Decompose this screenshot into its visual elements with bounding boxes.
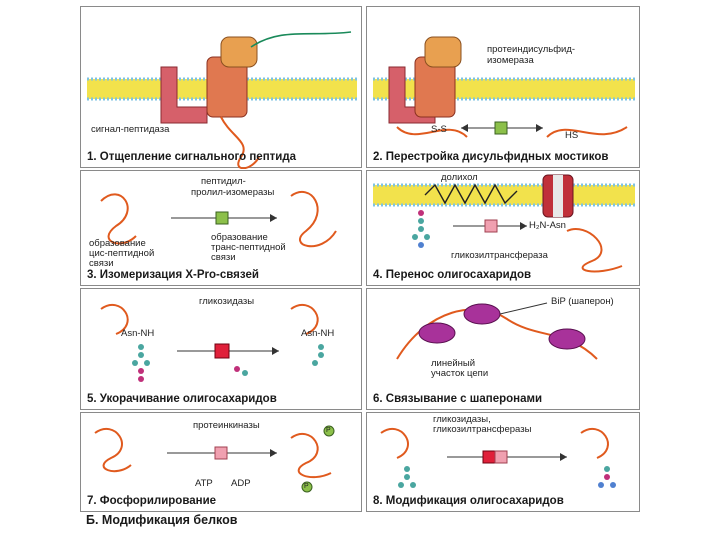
panel-oligosaccharide-transfer: долихол H₂N-Asn гликозилтрансфераза 4. П…	[366, 170, 640, 286]
illustration-chaperone	[396, 302, 598, 360]
protein-kinases-label: протеинкиназы	[193, 420, 260, 431]
asn-left-label: Asn-NH	[121, 328, 155, 339]
illustration-signal-cleavage	[87, 31, 357, 169]
panel-caption: 7. Фосфорилирование	[87, 495, 217, 507]
panel-disulfide-rearrangement: протеиндисульфид- изомераза S-S HS 2. Пе…	[366, 6, 640, 168]
glycosidases-label: гликозидазы	[199, 296, 255, 307]
thiol-label: HS	[565, 130, 579, 141]
atp-label: ATP	[195, 478, 213, 489]
illustration-phosphorylation	[94, 425, 335, 493]
illustration-transfer	[373, 174, 635, 273]
panel-oligosaccharide-modification: гликозидазы, гликозилтрансферазы 8. Моди…	[366, 412, 640, 512]
panel-caption: 2. Перестройка дисульфидных мостиков	[373, 151, 609, 163]
illustration-disulfide	[373, 36, 635, 138]
asn-label: H₂N-Asn	[529, 220, 566, 231]
panel-chaperone-binding: BiP (шаперон) линейный участок цепи 6. С…	[366, 288, 640, 410]
illustration-modification	[380, 427, 616, 488]
enzyme-label-line1: протеиндисульфид-	[487, 44, 576, 55]
panel-oligosaccharide-trimming: гликозидазы Asn-NH Asn-NH 5. Укорачивани…	[80, 288, 362, 410]
panel-caption: 5. Укорачивание олигосахаридов	[87, 393, 277, 405]
enzyme-label-line2: изомераза	[487, 55, 534, 66]
linear-segment-line1: линейный	[431, 358, 476, 369]
panel-phosphorylation: протеинкиназы ATP ADP P P 7. Фосфорилиро…	[80, 412, 362, 512]
glycosyltransferase-label: гликозилтрансфераза	[451, 250, 548, 261]
cis-label-line2: цис-пептидной	[89, 248, 155, 259]
enzyme-label-line1: пептидил-	[201, 176, 246, 187]
panel-caption: 8. Модификация олигосахаридов	[373, 495, 564, 507]
illustration-trimming	[100, 303, 324, 382]
enzyme-label-line2: пролил-изомеразы	[191, 187, 275, 198]
disulfide-label: S-S	[431, 124, 447, 135]
enzyme-label-line1: гликозидазы,	[433, 414, 491, 425]
cis-label-line3: связи	[89, 258, 114, 269]
panel-caption: 1. Отщепление сигнального пептида	[87, 151, 297, 163]
trans-label-line3: связи	[211, 252, 236, 263]
trans-label-line1: образование	[211, 232, 268, 243]
panel-xpro-isomerization: пептидил- пролил-изомеразы образование ц…	[80, 170, 362, 286]
asn-right-label: Asn-NH	[301, 328, 335, 339]
phosphate-label-2: P	[304, 483, 309, 490]
panel-signal-peptide-cleavage: сигнал-пептидаза 1. Отщепление сигнально…	[80, 6, 362, 169]
dolichol-label: долихол	[441, 172, 478, 183]
bip-chaperone-label: BiP (шаперон)	[551, 296, 614, 307]
panel-caption: 6. Связывание с шаперонами	[373, 393, 543, 405]
panel-caption: 3. Изомеризация X-Pro-связей	[87, 269, 259, 281]
enzyme-label-line2: гликозилтрансферазы	[433, 424, 532, 435]
illustration-isomerization	[100, 190, 337, 248]
trans-label-line2: транс-пептидной	[211, 242, 286, 253]
linear-segment-line2: участок цепи	[431, 368, 489, 379]
signal-peptidase-label: сигнал-пептидаза	[91, 124, 170, 135]
panel-caption: 4. Перенос олигосахаридов	[373, 269, 532, 281]
adp-label: ADP	[231, 478, 251, 489]
figure-footer: Б. Модификация белков	[86, 513, 238, 527]
phosphate-label-1: P	[326, 427, 331, 434]
cis-label-line1: образование	[89, 238, 146, 249]
